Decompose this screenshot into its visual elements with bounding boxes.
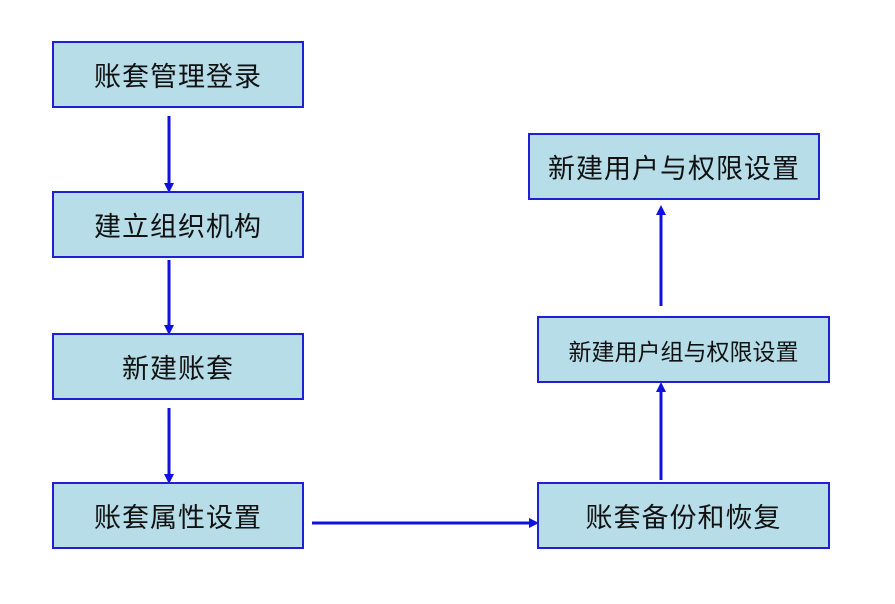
step-new-user-permissions: 新建用户与权限设置 xyxy=(528,133,820,200)
step-account-attributes-label: 账套属性设置 xyxy=(94,503,262,534)
step-new-user-permissions-label: 新建用户与权限设置 xyxy=(548,154,800,185)
step-create-organization-label: 建立组织机构 xyxy=(94,212,262,243)
step-account-attributes: 账套属性设置 xyxy=(52,482,304,549)
step-new-user-group-permissions-label: 新建用户组与权限设置 xyxy=(568,339,799,366)
step-create-organization: 建立组织机构 xyxy=(52,191,304,258)
step-account-login-label: 账套管理登录 xyxy=(94,62,262,93)
step-new-account: 新建账套 xyxy=(52,333,304,400)
step-backup-restore-label: 账套备份和恢复 xyxy=(585,503,782,534)
step-new-account-label: 新建账套 xyxy=(122,354,234,385)
step-backup-restore: 账套备份和恢复 xyxy=(537,482,830,549)
step-new-user-group-permissions: 新建用户组与权限设置 xyxy=(537,316,830,383)
step-account-login: 账套管理登录 xyxy=(52,41,304,108)
